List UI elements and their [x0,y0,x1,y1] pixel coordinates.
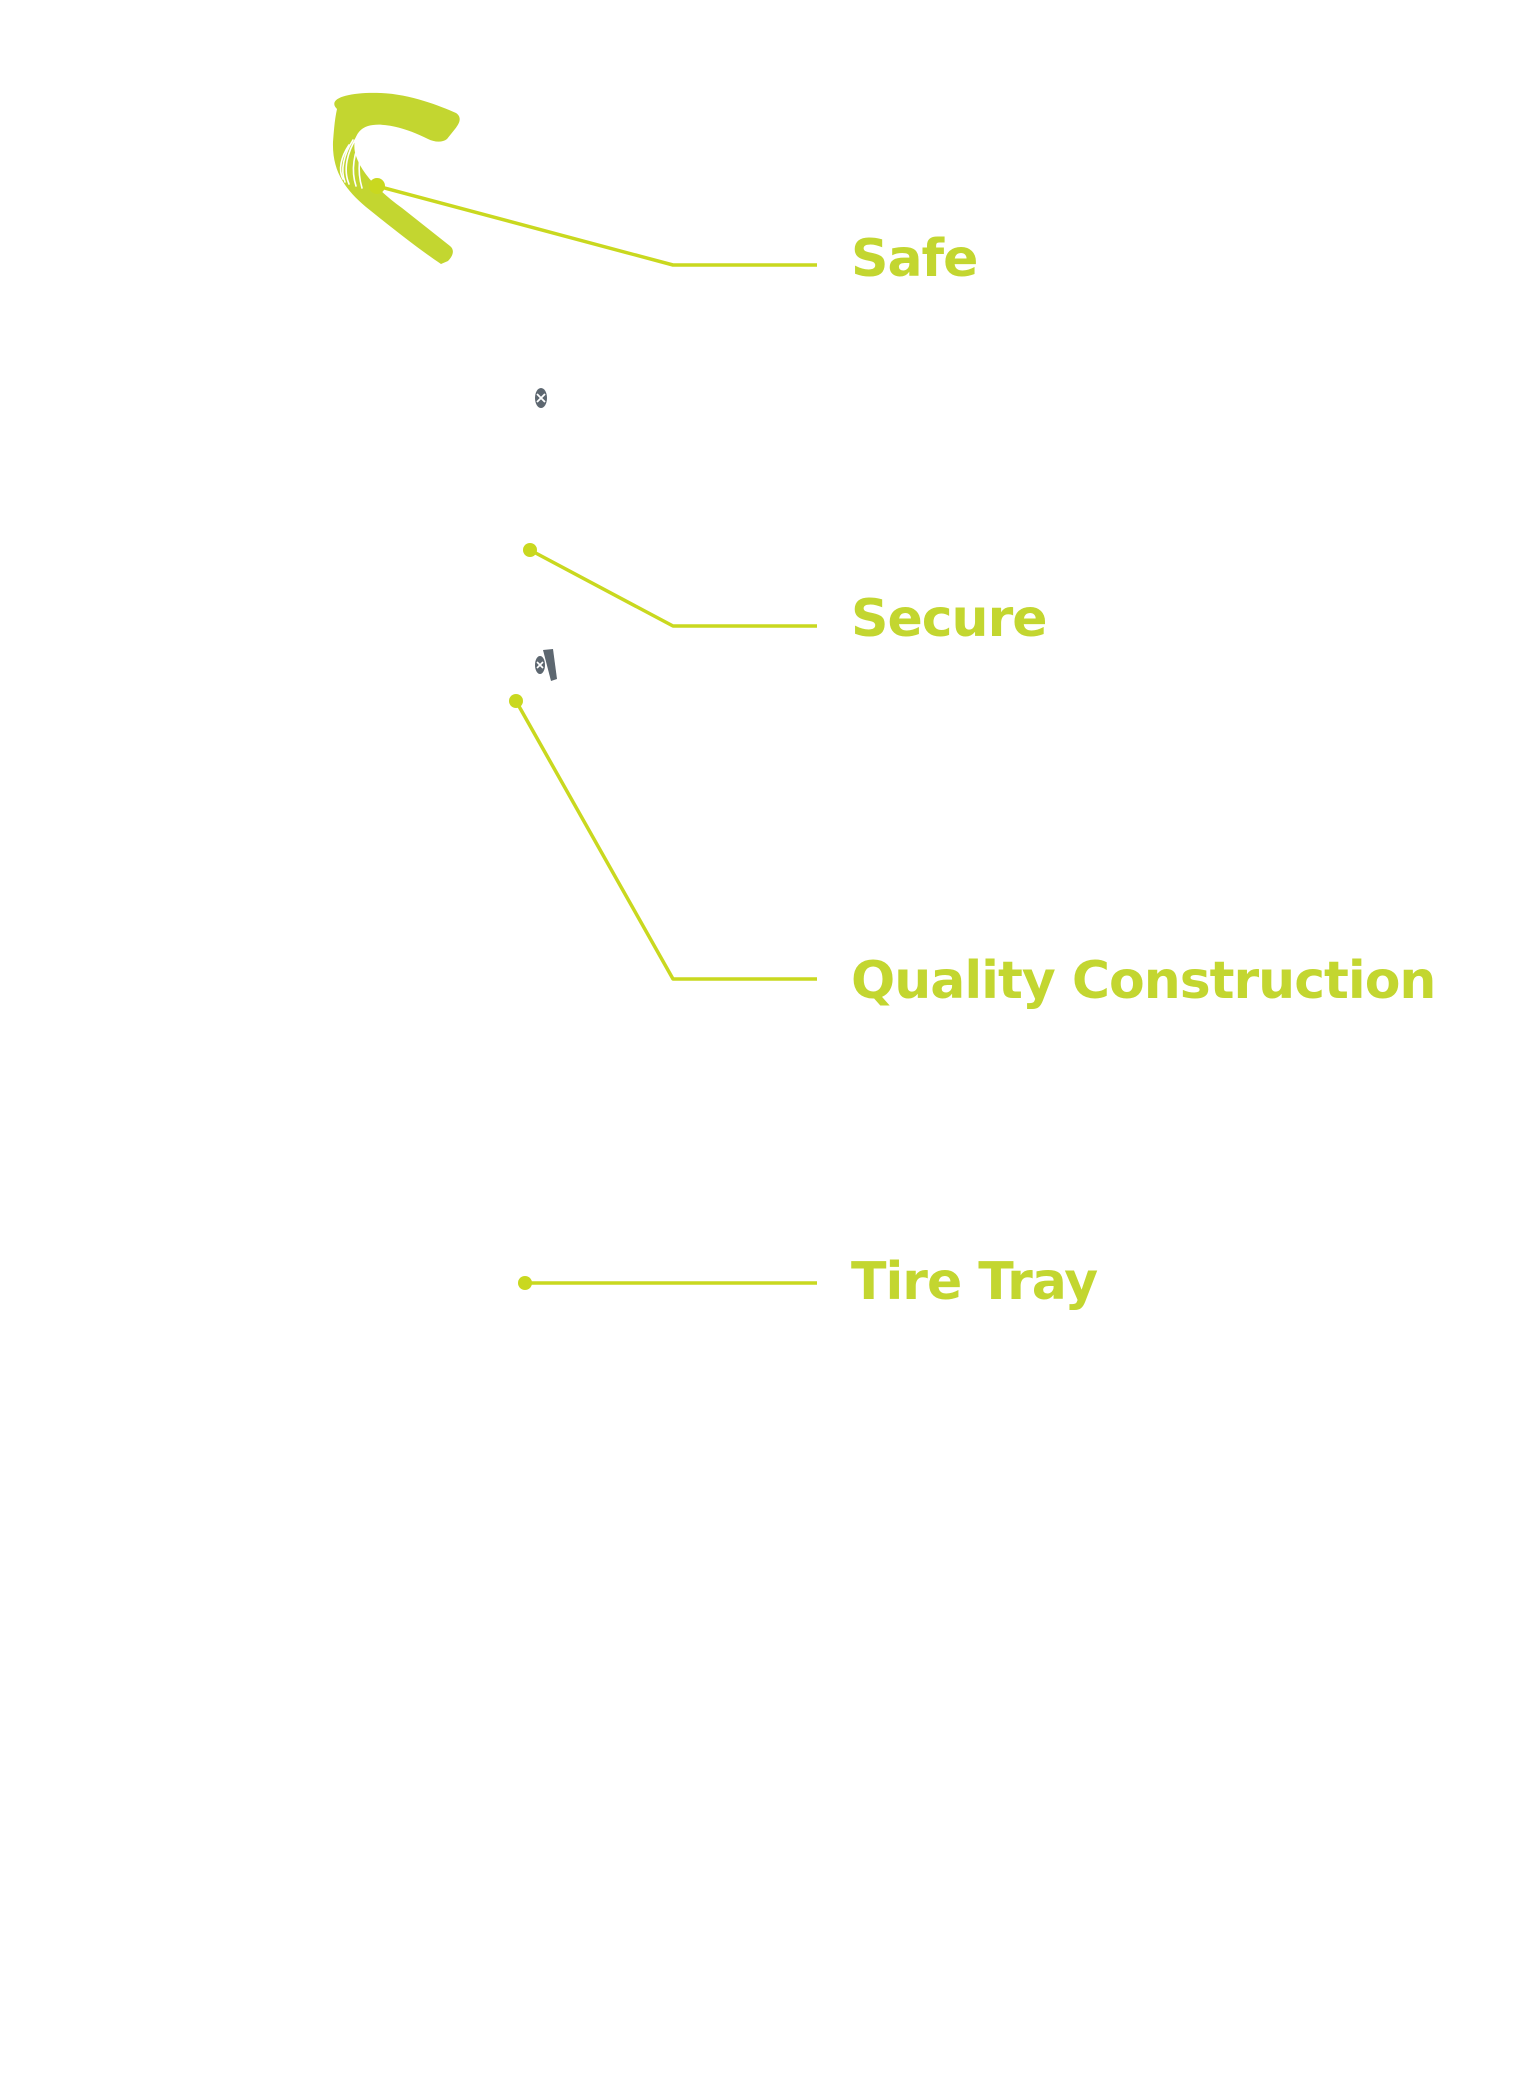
bracket-icon [535,649,557,681]
callout-label-tire-tray: Tire Tray [851,1252,1098,1312]
leader-line-safe [376,184,817,267]
screw-icon [535,388,547,408]
leader-line-quality [514,700,817,981]
anchor-dot-tire-tray [518,1276,532,1290]
callout-label-quality-construction: Quality Construction [851,951,1436,1011]
callout-label-safe: Safe [851,229,978,289]
anchor-dot-quality [509,694,523,708]
anchor-dot-secure [523,543,537,557]
hook-icon [332,92,460,264]
anchor-dot-safe [369,178,385,194]
leader-line-secure [529,548,817,628]
callout-label-secure: Secure [851,589,1047,649]
